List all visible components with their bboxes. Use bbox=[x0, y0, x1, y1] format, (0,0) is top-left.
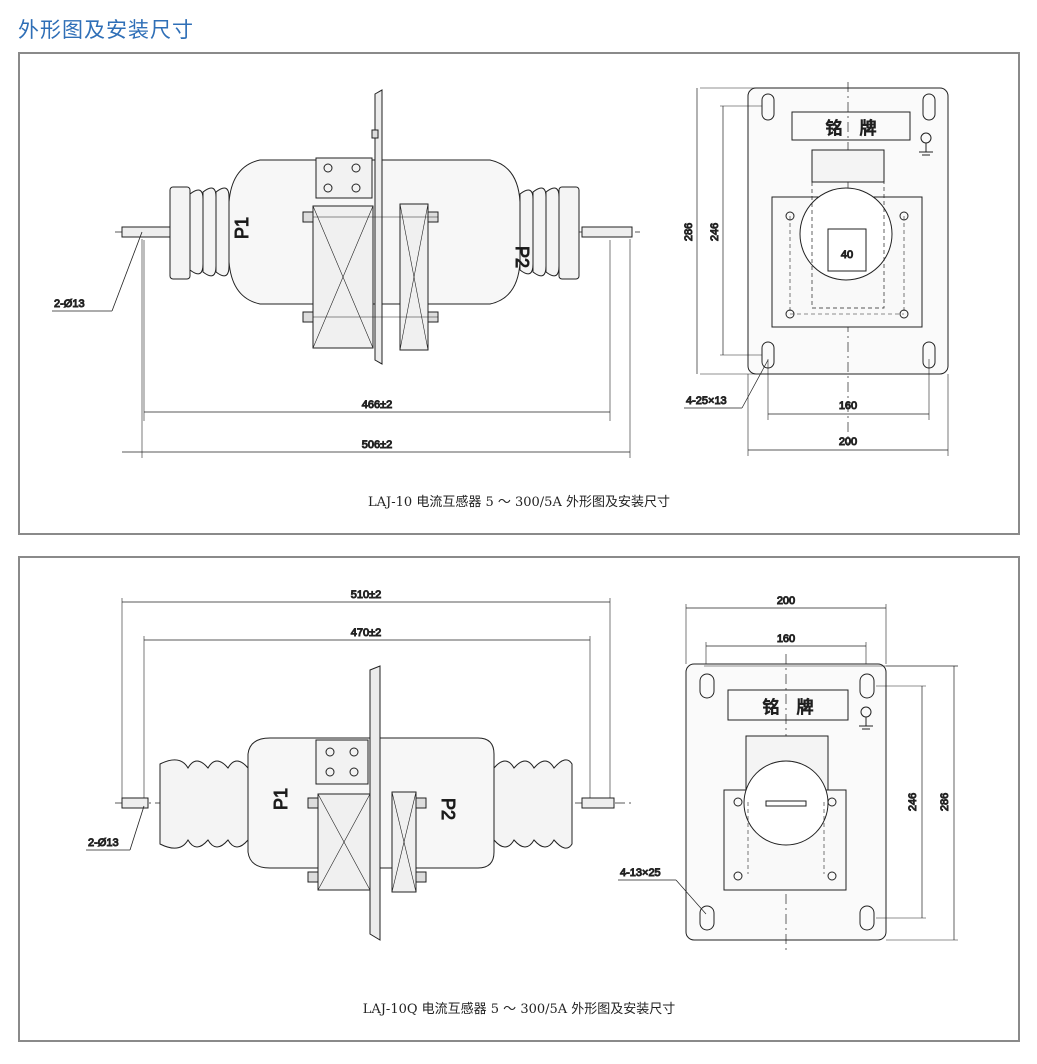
nameplate-label: 铭 牌 bbox=[826, 119, 877, 139]
laj10q-side-view bbox=[115, 665, 632, 941]
width-200-label: 200 bbox=[839, 436, 857, 448]
drawing-panel-laj10: P1 P2 2-Ø13 466±2 506±2 铭 牌 40 bbox=[18, 52, 1020, 535]
core-dim-label: 40 bbox=[841, 249, 853, 261]
height-246-label: 246 bbox=[907, 793, 919, 811]
laj10q-caption: LAJ-10Q 电流互感器 5 ～ 300/5A 外形图及安装尺寸 bbox=[362, 1002, 676, 1017]
laj10-drawing: P1 P2 2-Ø13 466±2 506±2 铭 牌 40 bbox=[52, 82, 949, 458]
laj10-caption: LAJ-10 电流互感器 5 ～ 300/5A 外形图及安装尺寸 bbox=[368, 495, 670, 510]
height-286-label: 286 bbox=[939, 793, 951, 811]
p2-label: P2 bbox=[438, 798, 458, 820]
height-246-label: 246 bbox=[709, 223, 721, 241]
laj10q-drawing: 510±2 470±2 P1 P2 2-Ø13 200 160 bbox=[86, 589, 958, 950]
slot-dimension-label: 4-25×13 bbox=[686, 395, 727, 407]
p2-label: P2 bbox=[512, 246, 532, 268]
dim-506-label: 506±2 bbox=[362, 439, 393, 451]
p1-label: P1 bbox=[271, 788, 291, 810]
hole-dimension-label: 2-Ø13 bbox=[88, 837, 119, 849]
slot-dimension-label: 4-13×25 bbox=[620, 867, 661, 879]
dim-466-label: 466±2 bbox=[362, 399, 393, 411]
nameplate-label: 铭 牌 bbox=[763, 698, 814, 718]
height-286-label: 286 bbox=[683, 223, 695, 241]
hole-dimension-label: 2-Ø13 bbox=[54, 298, 85, 310]
dim-510-label: 510±2 bbox=[351, 589, 382, 601]
width-200-label: 200 bbox=[777, 595, 795, 607]
width-160-label: 160 bbox=[839, 400, 857, 412]
laj10-side-view bbox=[115, 89, 640, 365]
width-160-label: 160 bbox=[777, 633, 795, 645]
p1-label: P1 bbox=[232, 217, 252, 239]
dim-470-label: 470±2 bbox=[351, 627, 382, 639]
page-title: 外形图及安装尺寸 bbox=[18, 18, 194, 42]
drawing-panel-laj10q: 510±2 470±2 P1 P2 2-Ø13 200 160 bbox=[18, 556, 1020, 1042]
laj10-front-view bbox=[747, 82, 949, 446]
laj10q-front-view bbox=[685, 654, 958, 950]
